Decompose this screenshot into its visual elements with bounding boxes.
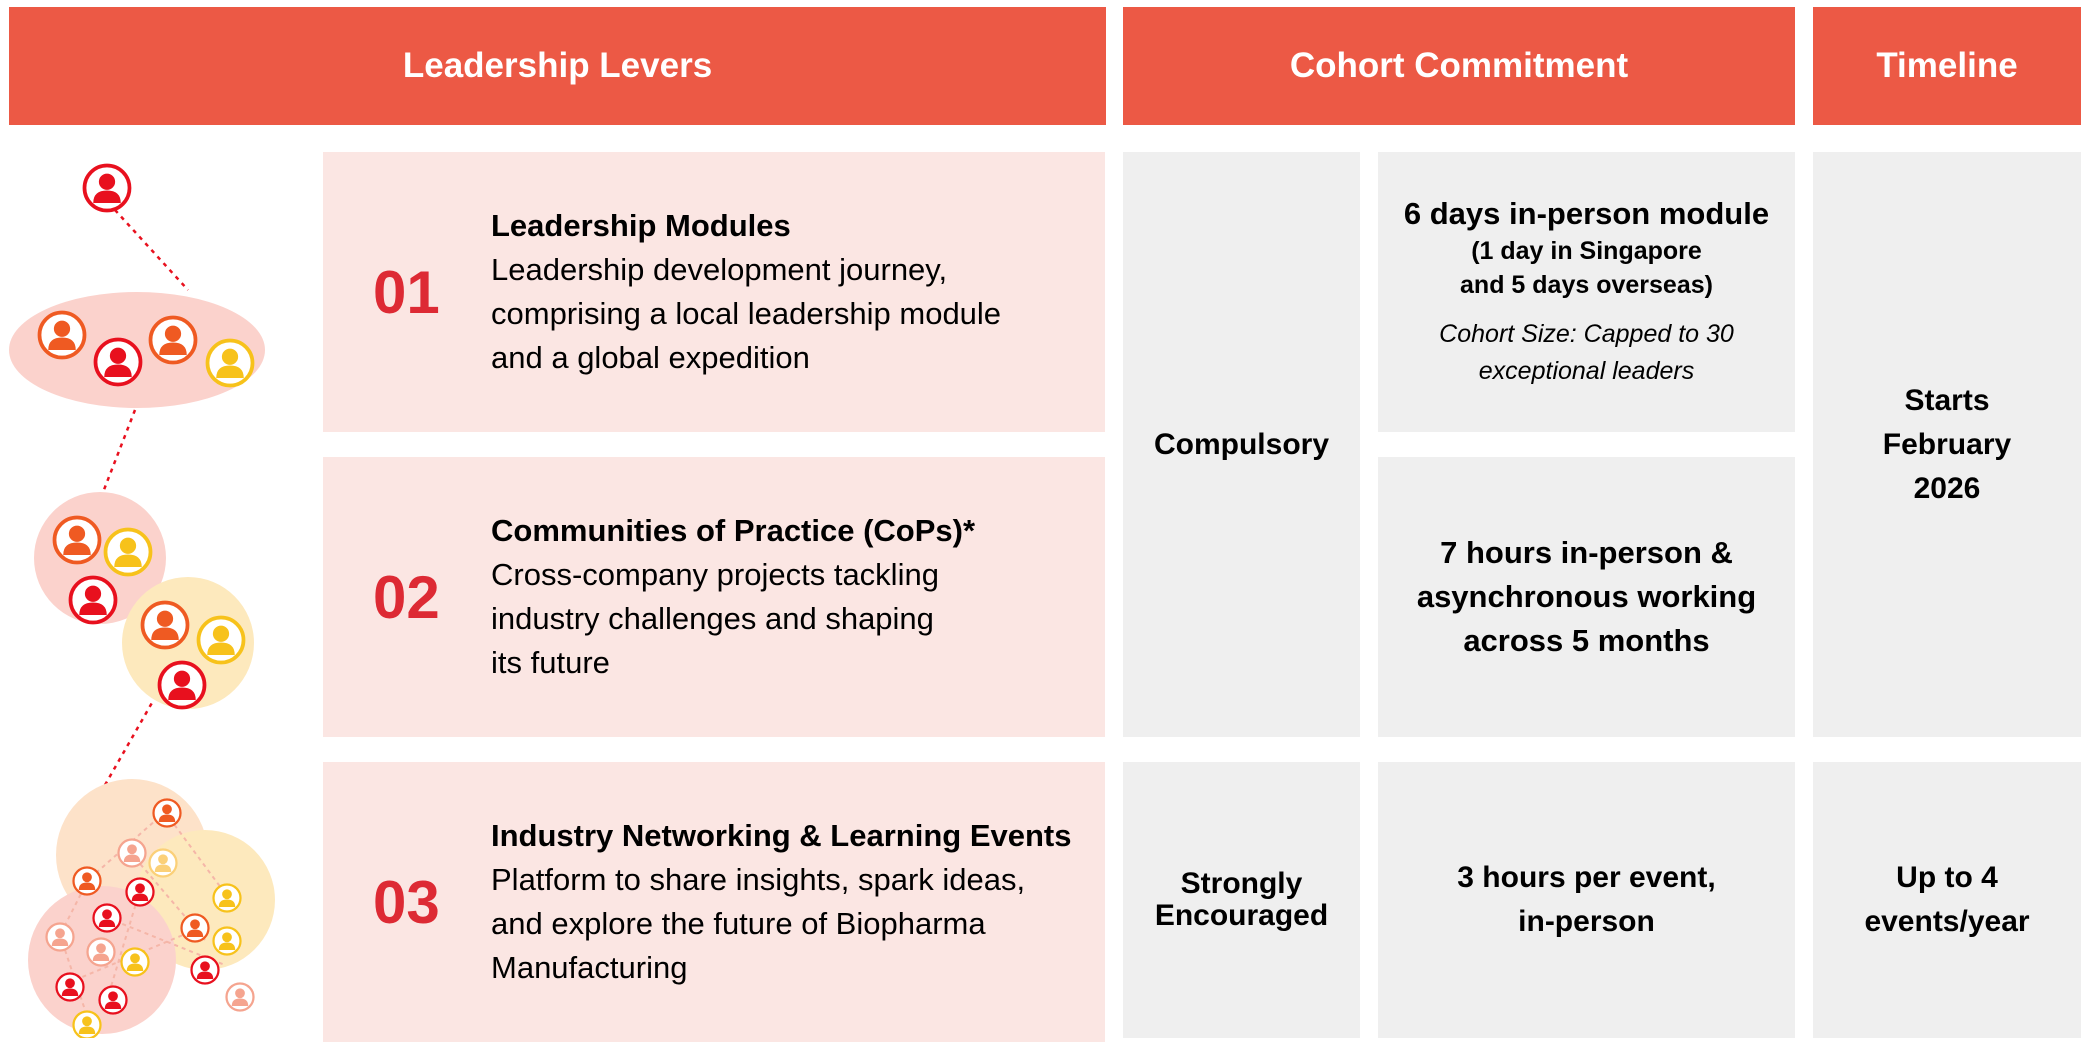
header-cohort-commitment: Cohort Commitment [1123,7,1795,125]
lever-leadership-modules: 01 Leadership Modules Leadership develop… [323,152,1105,432]
person-icon [55,972,85,1002]
lever-number: 02 [373,563,440,631]
lever-text: Leadership Modules Leadership developmen… [491,152,1001,432]
person-icon [93,337,143,387]
header-levers-label: Leadership Levers [402,46,713,85]
module-location-line2: and 5 days overseas) [1460,271,1713,299]
person-icon [52,515,102,565]
person-icon [205,338,255,388]
team-group-2 [34,492,254,710]
events-line1: 3 hours per event, [1457,861,1716,894]
header-leadership-levers: Leadership Levers [9,7,1106,125]
lever-title: Industry Networking & Learning Events [491,818,1072,853]
header-commitment-label: Cohort Commitment [1289,46,1629,85]
timeline-start-line1: Starts [1904,383,1990,417]
lever-description: Platform to share insights, spark ideas,… [491,862,1026,985]
person-icon [120,947,150,977]
person-icon [225,982,255,1012]
timeline-events: Up to 4 events/year [1813,762,2081,1038]
cops-line3: across 5 months [1463,623,1710,658]
person-icon [152,798,182,828]
person-icon [212,883,242,913]
person-icon [82,163,132,213]
person-icon [212,926,242,956]
commitment-strongly-encouraged: Strongly Encouraged [1123,762,1360,1038]
timeline-events-line2: events/year [1864,905,2030,938]
person-icon [148,315,198,365]
person-icon [86,937,116,967]
person-icon [148,848,178,878]
lever-description: Leadership development journey, comprisi… [491,252,1002,375]
commitment-events-detail: 3 hours per event, in-person [1378,762,1795,1038]
person-icon [45,922,75,952]
person-icon [37,310,87,360]
lever-communities-of-practice: 02 Communities of Practice (CoPs)* Cross… [323,457,1105,737]
network-illustration [9,163,275,1038]
header-timeline: Timeline [1813,7,2081,125]
commitment-level: Compulsory [1153,427,1330,461]
person-icon [190,955,220,985]
lever-text: Industry Networking & Learning Events Pl… [491,762,1071,1042]
person-icon [72,1010,102,1038]
person-icon [68,575,118,625]
lever-title: Leadership Modules [491,208,791,243]
person-icon [196,615,246,665]
module-days: 6 days in-person module [1403,196,1770,231]
lever-title: Communities of Practice (CoPs)* [491,513,976,548]
cops-line2: asynchronous working [1416,579,1757,614]
commitment-module-detail: 6 days in-person module (1 day in Singap… [1378,152,1795,432]
events-line2: in-person [1518,905,1655,938]
person-icon [72,866,102,896]
lever-text: Communities of Practice (CoPs)* Cross-co… [491,457,975,737]
connector-lines [83,209,189,821]
person-icon [140,600,190,650]
lever-description: Cross-company projects tackling industry… [491,557,939,680]
person-icon [103,527,153,577]
lever-number: 01 [373,258,440,326]
cohort-size-line1: Cohort Size: Capped to 30 [1439,320,1734,348]
person-icon [157,660,207,710]
person-icon [125,877,155,907]
cohort-size-line2: exceptional leaders [1478,357,1695,385]
header-timeline-label: Timeline [1876,46,2018,85]
person-icon [98,985,128,1015]
timeline-start-line3: 2026 [1913,471,1981,505]
person-icon [180,913,210,943]
timeline-start-line2: February [1882,427,2012,461]
person-icon [92,903,122,933]
cops-line1: 7 hours in-person & [1440,535,1733,570]
commitment-compulsory: Compulsory [1123,152,1360,737]
team-group-1 [9,163,265,408]
timeline-events-line1: Up to 4 [1896,861,1998,894]
lever-number: 03 [373,868,440,936]
commitment-level: Strongly Encouraged [1154,867,1329,932]
module-location-line1: (1 day in Singapore [1471,237,1702,265]
timeline-start: Starts February 2026 [1813,152,2081,737]
commitment-cops-detail: 7 hours in-person & asynchronous working… [1378,457,1795,737]
team-group-3 [28,779,275,1038]
person-icon [117,838,147,868]
lever-networking-events: 03 Industry Networking & Learning Events… [323,762,1105,1042]
